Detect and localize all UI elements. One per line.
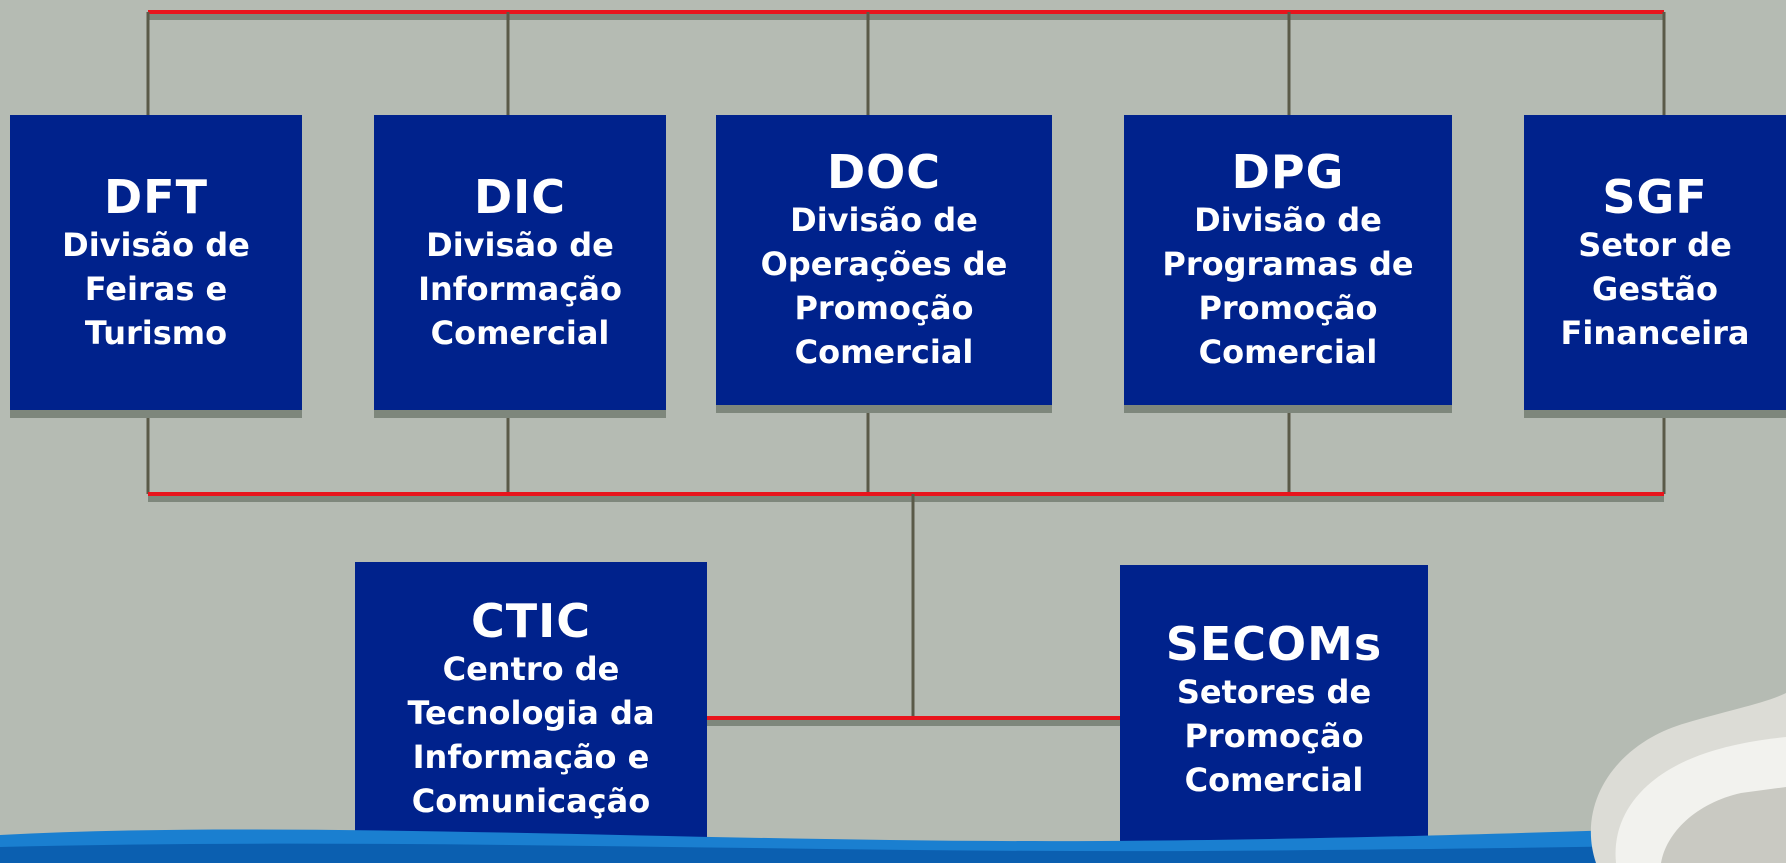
unit-desc: Divisão de Informação Comercial — [418, 225, 622, 352]
white-sculpture — [1590, 693, 1786, 863]
unit-box-doc: DOC Divisão de Operações de Promoção Com… — [716, 115, 1052, 413]
unit-code: SGF — [1602, 169, 1708, 224]
bottom-bus-shadow — [707, 720, 1120, 726]
middle-bus-shadow — [148, 496, 1664, 502]
unit-box-dic: DIC Divisão de Informação Comercial — [374, 115, 666, 418]
unit-desc: Setor de Gestão Financeira — [1560, 225, 1750, 352]
top-bus-shadow — [148, 14, 1664, 20]
unit-box-sgf: SGF Setor de Gestão Financeira — [1524, 115, 1786, 418]
unit-box-ctic: CTIC Centro de Tecnologia da Informação … — [355, 562, 707, 863]
unit-code: DPG — [1231, 145, 1345, 199]
unit-box-dft: DFT Divisão de Feiras e Turismo — [10, 115, 302, 418]
unit-box-secoms: SECOMs Setores de Promoção Comercial — [1120, 565, 1428, 863]
unit-code: DIC — [473, 169, 567, 224]
unit-desc: Divisão de Operações de Promoção Comerci… — [760, 201, 1008, 371]
unit-desc: Divisão de Feiras e Turismo — [62, 225, 250, 352]
unit-code: CTIC — [470, 593, 591, 648]
unit-code: DFT — [104, 169, 208, 224]
unit-desc: Divisão de Programas de Promoção Comerci… — [1162, 201, 1414, 371]
unit-code: SECOMs — [1165, 617, 1383, 671]
unit-code: DOC — [826, 145, 942, 199]
unit-desc: Centro de Tecnologia da Informação e Com… — [407, 649, 655, 820]
unit-box-dpg: DPG Divisão de Programas de Promoção Com… — [1124, 115, 1452, 413]
unit-desc: Setores de Promoção Comercial — [1176, 673, 1372, 799]
wave-band — [0, 825, 1786, 863]
